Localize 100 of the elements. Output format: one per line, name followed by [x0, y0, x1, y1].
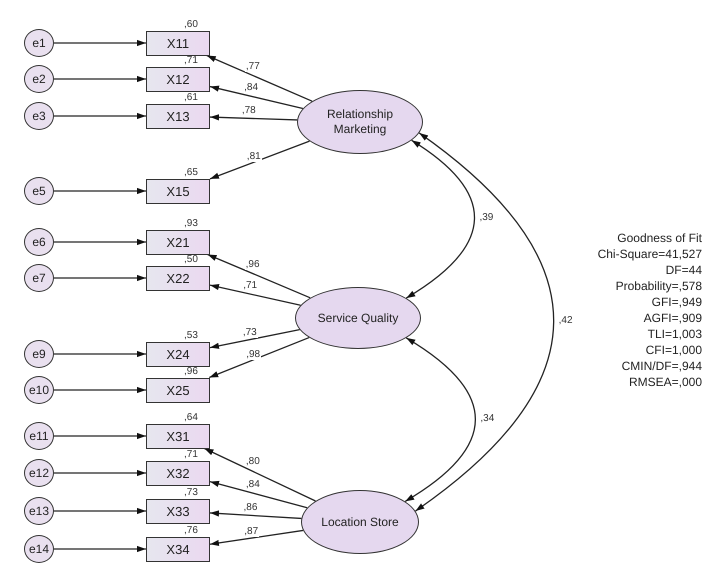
indicator-box — [146, 178, 210, 204]
r-squared-value: ,71 — [184, 450, 198, 460]
path-arrow — [54, 238, 146, 246]
path-arrow — [54, 350, 146, 358]
r-squared-value: ,71 — [184, 56, 198, 66]
edge-label: ,87 — [243, 526, 260, 537]
covariance-arrow — [406, 140, 476, 299]
variable-name: X25 — [166, 382, 190, 398]
indicator-box — [146, 498, 210, 524]
indicator-box — [146, 378, 210, 402]
covariance-arrow — [404, 337, 476, 502]
path-arrow — [210, 530, 304, 546]
variable-name: X21 — [166, 234, 190, 250]
r-squared-value: ,96 — [184, 366, 198, 376]
error-term-circle — [24, 264, 54, 292]
r-squared-value: ,93 — [184, 218, 198, 228]
path-arrow — [210, 114, 298, 121]
edge-label: ,80 — [244, 457, 261, 468]
variable-name: e3 — [32, 109, 46, 123]
fit-statistic: CFI=1,000 — [644, 342, 702, 358]
variable-name: X15 — [166, 184, 190, 198]
r-squared-value: ,61 — [184, 92, 198, 102]
variable-name: e11 — [29, 429, 49, 443]
variable-name: e7 — [32, 271, 46, 285]
indicator-box — [146, 536, 210, 562]
construct-name: Service Quality — [318, 310, 398, 326]
edge-label: ,78 — [240, 106, 257, 116]
path-arrow — [54, 76, 146, 82]
construct-name: Location Store — [321, 514, 399, 530]
path-arrow — [54, 546, 146, 552]
path-arrow — [210, 510, 302, 520]
error-term-circle — [24, 340, 54, 368]
path-arrow — [207, 254, 310, 298]
path-arrow — [54, 40, 146, 46]
edge-label: ,84 — [243, 83, 260, 94]
r-squared-value: ,53 — [184, 330, 198, 340]
fit-statistic: GFI=,949 — [650, 294, 702, 310]
fit-statistic: AGFI=,909 — [642, 310, 702, 326]
r-squared-value: ,60 — [184, 20, 198, 30]
variable-name: e13 — [28, 504, 50, 518]
indicator-box — [146, 230, 210, 254]
fit-statistic: RMSEA=,000 — [628, 374, 702, 390]
variable-name: e9 — [32, 347, 46, 361]
error-term-circle — [24, 422, 54, 450]
fit-statistic: CMIN/DF=,944 — [620, 358, 702, 374]
variable-name: X34 — [166, 542, 190, 556]
variable-name: X12 — [166, 72, 190, 86]
indicator-box — [146, 342, 210, 366]
variable-name: X31 — [166, 428, 190, 444]
fit-statistic: Probability=,578 — [614, 278, 702, 294]
path-arrow — [54, 386, 146, 394]
fit-statistic: TLI=1,003 — [646, 326, 702, 342]
r-squared-value: ,73 — [184, 488, 198, 498]
variable-name: X13 — [166, 108, 190, 124]
r-squared-value: ,65 — [184, 168, 198, 178]
path-arrow — [210, 86, 304, 110]
edge-label: ,81 — [246, 152, 262, 162]
variable-name: X11 — [166, 36, 190, 50]
path-arrow — [210, 284, 301, 306]
variable-name: e10 — [28, 383, 50, 397]
error-term-circle — [24, 535, 54, 563]
path-arrow — [54, 112, 146, 120]
variable-name: e6 — [32, 235, 46, 249]
indicator-box — [146, 66, 210, 92]
error-term-circle — [24, 29, 54, 57]
variable-name: e14 — [28, 542, 50, 556]
r-squared-value: ,50 — [184, 254, 198, 264]
edge-label: ,42 — [558, 316, 574, 326]
error-term-circle — [24, 177, 54, 205]
variable-name: e12 — [28, 466, 50, 480]
variable-name: e1 — [32, 36, 46, 50]
fit-statistic: Chi-Square=41,527 — [598, 246, 702, 262]
variable-name: e2 — [32, 72, 46, 86]
path-arrow — [54, 508, 146, 514]
fit-heading: Goodness of Fit — [616, 230, 702, 246]
path-arrow — [54, 470, 146, 476]
fit-statistic: DF=44 — [664, 262, 702, 278]
error-term-circle — [24, 459, 54, 487]
path-arrow — [204, 448, 316, 502]
edge-label: ,96 — [244, 260, 261, 270]
path-arrow — [54, 432, 146, 440]
edge-label: ,73 — [242, 328, 258, 338]
edge-label: ,71 — [242, 281, 258, 292]
path-arrow — [210, 329, 300, 349]
path-arrow — [210, 140, 310, 180]
edge-label: ,77 — [244, 62, 261, 72]
edge-label: ,39 — [478, 213, 494, 224]
edge-label: ,34 — [479, 414, 496, 424]
variable-name: X33 — [166, 504, 190, 518]
error-term-circle — [24, 65, 54, 93]
path-arrow — [54, 274, 146, 282]
variable-name: X24 — [166, 346, 190, 362]
variable-name: e5 — [32, 184, 46, 198]
indicator-box — [146, 460, 210, 486]
error-term-circle — [24, 228, 54, 256]
error-term-circle — [24, 497, 54, 525]
variable-name: X22 — [166, 270, 190, 286]
indicator-box — [146, 424, 210, 448]
edge-label: ,98 — [245, 350, 262, 360]
construct-name: Relationship Marketing — [326, 107, 394, 137]
